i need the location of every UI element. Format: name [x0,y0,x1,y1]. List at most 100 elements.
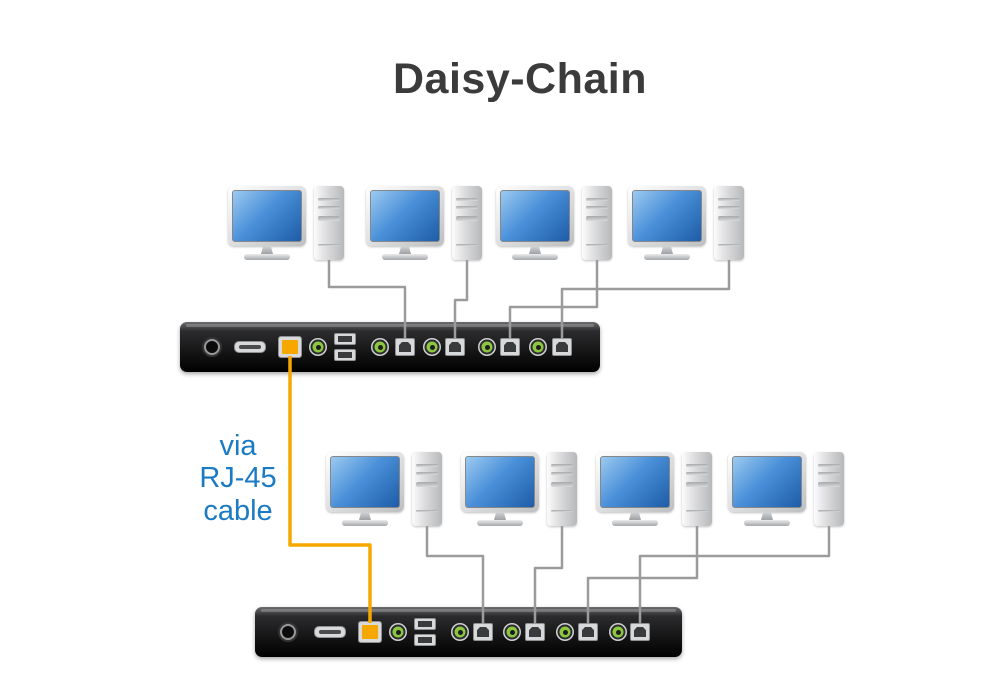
drive-bay [551,482,573,487]
usb-b-port-4 [552,338,572,356]
dc-power-port [204,339,220,355]
monitor [628,186,706,260]
workstation-top-2 [366,186,482,260]
usb-a-port [334,333,356,345]
monitor-frame [461,452,539,512]
vent-slot [456,244,478,246]
workstation-bottom-1 [326,452,442,526]
monitor-stand [399,246,411,254]
monitor-stand [494,512,506,520]
computer-tower [814,452,844,526]
audio-jack-port [610,624,626,640]
monitor-base [342,520,388,526]
drive-bay [416,482,438,487]
drive-bay [456,206,478,209]
monitor-screen [330,456,400,508]
drive-bay [718,206,740,209]
vent-slot [416,510,438,512]
monitor-screen [465,456,535,508]
monitor [596,452,674,526]
drive-bay [818,472,840,475]
cable-label-line-1: via [219,430,257,462]
usb-b-port-1 [473,623,493,641]
monitor-screen [500,190,570,242]
workstation-top-3 [496,186,612,260]
monitor-base [612,520,658,526]
monitor-screen [732,456,802,508]
audio-jack-port [372,339,388,355]
usb-a-port [414,618,436,630]
usb-b-port-2 [445,338,465,356]
drive-bay [416,472,438,475]
monitor-frame [326,452,404,512]
monitor-frame [596,452,674,512]
drive-bay [551,464,573,467]
usb-a-port [334,349,356,361]
vent-slot [586,244,608,246]
monitor-stand [529,246,541,254]
cable-label-line-3: cable [203,494,273,527]
monitor [326,452,404,526]
drive-bay [456,216,478,221]
drive-bay [686,472,708,475]
usb-b-port-3 [500,338,520,356]
drive-bay [686,464,708,467]
rj45-daisy-chain-port [358,621,382,643]
usb-hub-ports [334,333,356,361]
drive-bay [818,482,840,487]
monitor [366,186,444,260]
monitor-base [244,254,290,260]
drive-bay [718,198,740,201]
monitor-frame [228,186,306,246]
kvm-switch-bottom [255,607,682,657]
audio-jack-port [479,339,495,355]
vent-slot [718,244,740,246]
drive-bay [318,198,340,201]
kvm-switch-top [180,322,600,372]
usb-hub-ports [414,618,436,646]
monitor-screen [232,190,302,242]
monitor-base [477,520,523,526]
drive-bay [818,464,840,467]
drive-bay [416,464,438,467]
monitor-stand [661,246,673,254]
workstation-bottom-2 [461,452,577,526]
drive-bay [586,216,608,221]
cable-label-line-2: RJ-45 [199,462,277,495]
audio-jack-port [557,624,573,640]
vent-slot [318,244,340,246]
drive-bay [586,206,608,209]
drive-bay [686,482,708,487]
monitor-frame [366,186,444,246]
drive-bay [551,472,573,475]
monitor-stand [261,246,273,254]
rj45-daisy-chain-port [278,336,302,358]
cable-label: via RJ-45 cable [178,430,298,527]
workstation-bottom-4 [728,452,844,526]
monitor-base [512,254,558,260]
monitor-stand [359,512,371,520]
audio-jack-port [310,339,326,355]
monitor-base [382,254,428,260]
vent-slot [818,510,840,512]
monitor-screen [370,190,440,242]
monitor-screen [632,190,702,242]
computer-tower [314,186,344,260]
audio-jack-port [390,624,406,640]
monitor-stand [761,512,773,520]
computer-tower [582,186,612,260]
monitor [461,452,539,526]
monitor-base [644,254,690,260]
drive-bay [318,206,340,209]
computer-tower [452,186,482,260]
monitor-frame [628,186,706,246]
vent-slot [551,510,573,512]
monitor-stand [629,512,641,520]
audio-jack-port [530,339,546,355]
console-flat-port [314,626,346,638]
vent-slot [686,510,708,512]
computer-tower [682,452,712,526]
usb-b-port-4 [630,623,650,641]
audio-jack-port [424,339,440,355]
